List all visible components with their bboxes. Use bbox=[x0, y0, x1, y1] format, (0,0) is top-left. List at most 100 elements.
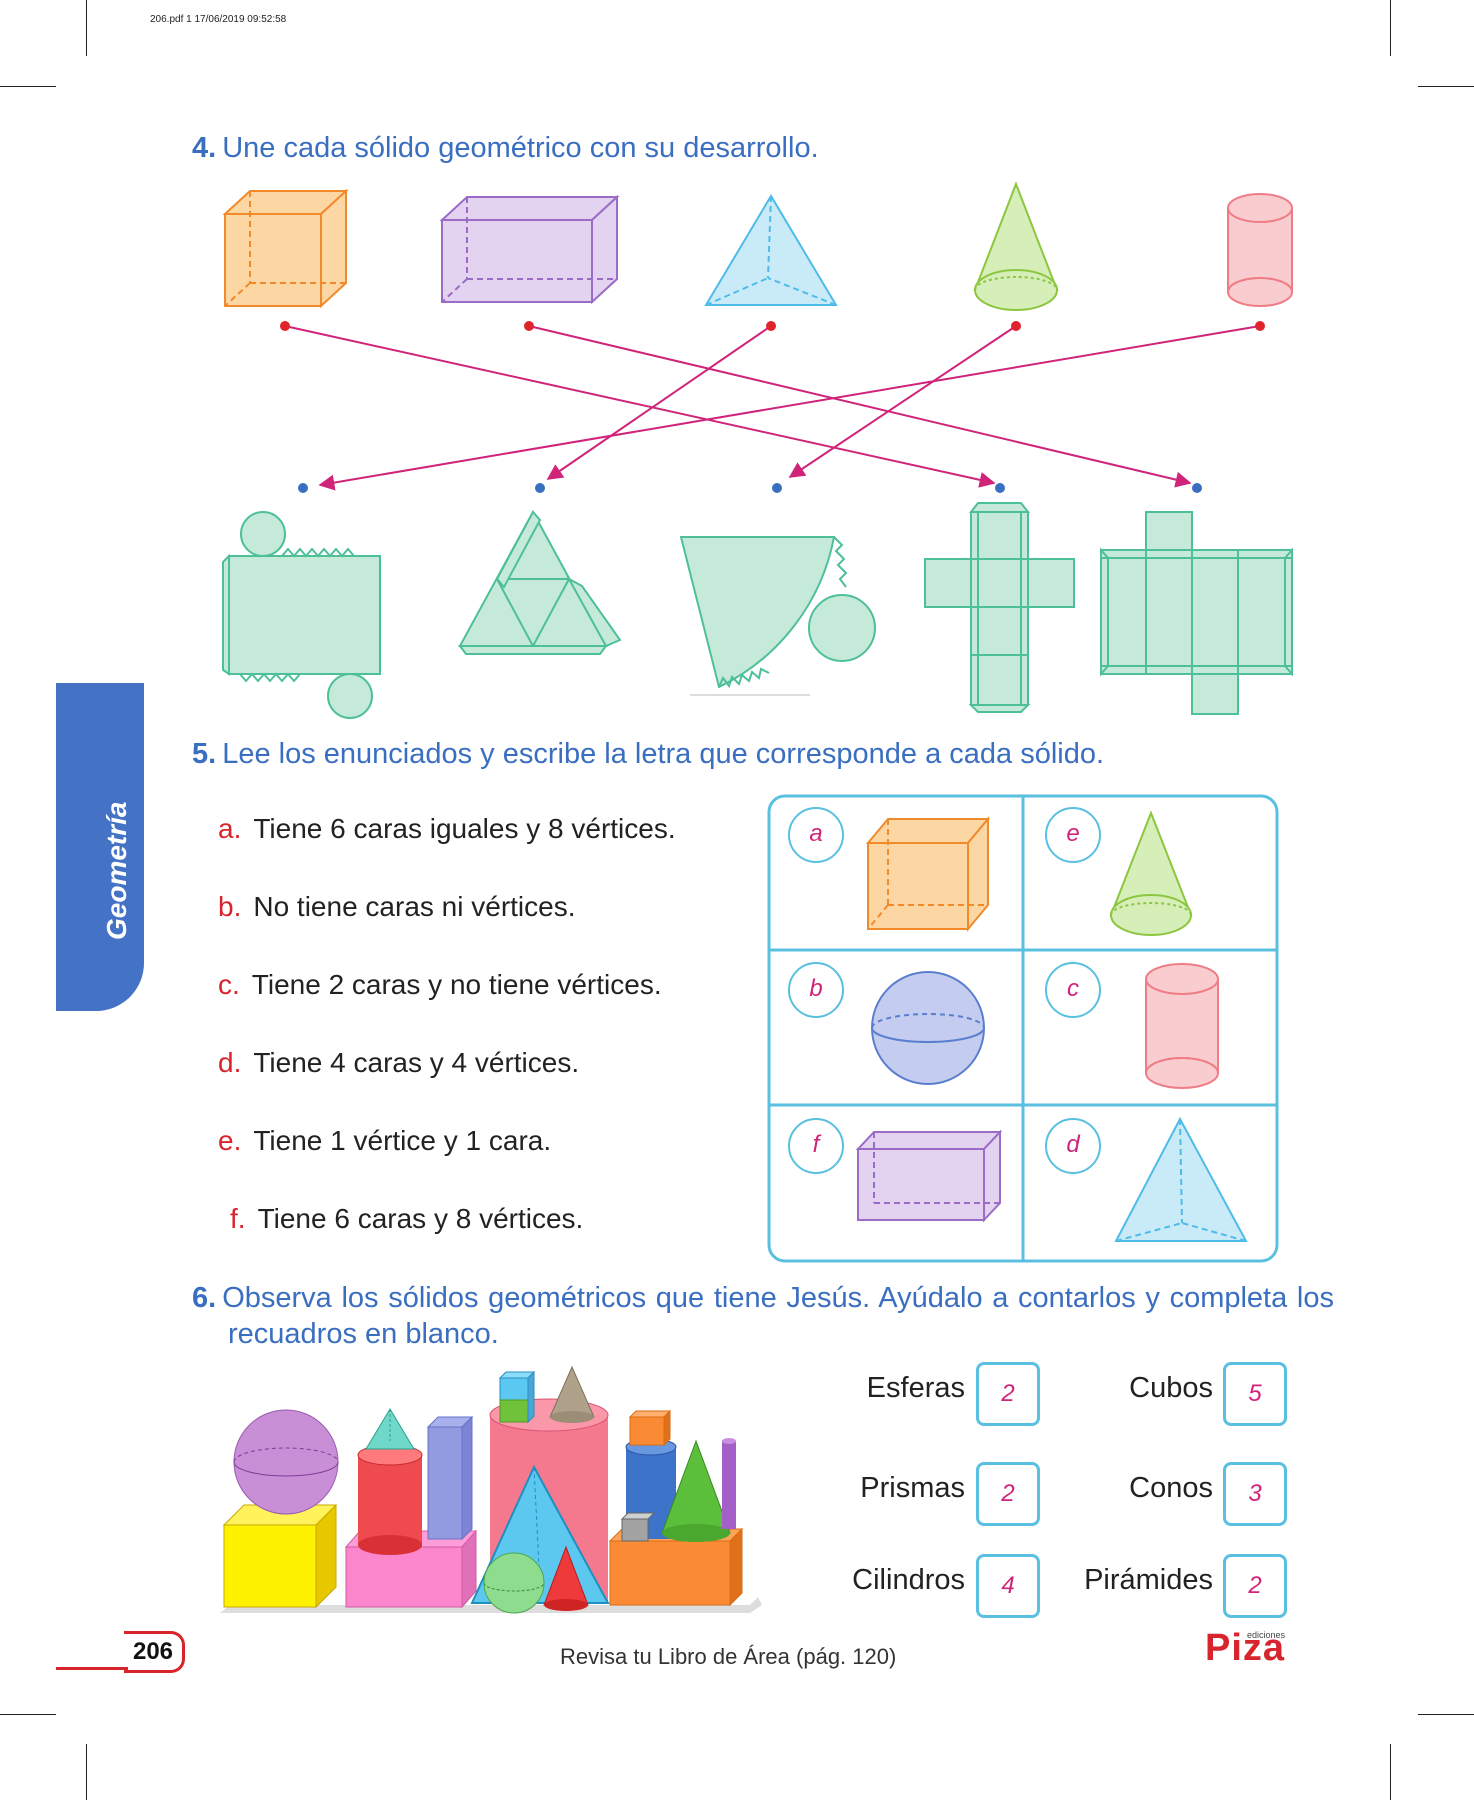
exercise-5-title: 5.Lee los enunciados y escribe la letra … bbox=[192, 736, 1104, 772]
statement-text: Tiene 4 caras y 4 vértices. bbox=[253, 1047, 580, 1078]
match-line-cone bbox=[788, 325, 1017, 478]
statement-text: No tiene caras ni vértices. bbox=[253, 891, 576, 922]
cylinder-icon bbox=[357, 1444, 423, 1555]
count-box-conos[interactable]: 3 bbox=[1223, 1462, 1287, 1526]
crop-mark bbox=[0, 86, 56, 87]
statement-text: Tiene 6 caras iguales y 8 vértices. bbox=[253, 813, 676, 844]
answer-circle[interactable]: e bbox=[1045, 807, 1101, 863]
statement-letter: f. bbox=[230, 1203, 246, 1234]
answer-circle[interactable]: d bbox=[1045, 1118, 1101, 1174]
cone-icon bbox=[661, 1439, 731, 1542]
rectangular-prism-icon bbox=[426, 1415, 474, 1541]
count-box-piramides[interactable]: 2 bbox=[1223, 1554, 1287, 1618]
page-number-rule bbox=[56, 1667, 128, 1670]
answer-circle[interactable]: a bbox=[788, 807, 844, 863]
cone-net-icon bbox=[679, 536, 876, 696]
match-line-cube bbox=[284, 325, 996, 488]
statement-f: f. Tiene 6 caras y 8 vértices. bbox=[230, 1203, 583, 1235]
solids-answer-grid bbox=[767, 794, 1279, 1263]
count-box-prismas[interactable]: 2 bbox=[976, 1462, 1040, 1526]
count-box-cubos[interactable]: 5 bbox=[1223, 1362, 1287, 1426]
cube-icon bbox=[222, 1503, 338, 1609]
pyramid-net-icon bbox=[458, 509, 622, 655]
count-label-conos: Conos bbox=[1129, 1472, 1213, 1504]
triangular-pyramid-icon bbox=[365, 1408, 415, 1450]
section-tab-label: Geometría bbox=[101, 801, 132, 941]
count-label-piramides: Pirámides bbox=[1084, 1564, 1213, 1596]
cone-icon bbox=[549, 1365, 595, 1423]
section-tab bbox=[56, 683, 144, 1011]
count-label-esferas: Esferas bbox=[866, 1372, 965, 1404]
match-line-prism bbox=[528, 325, 1192, 488]
statement-letter: e. bbox=[218, 1125, 242, 1156]
sphere-icon bbox=[233, 1409, 339, 1515]
crop-mark bbox=[1418, 1714, 1474, 1715]
statement-text: Tiene 2 caras y no tiene vértices. bbox=[251, 969, 662, 1000]
count-label-prismas: Prismas bbox=[860, 1472, 965, 1504]
statement-text: Tiene 6 caras y 8 vértices. bbox=[257, 1203, 584, 1234]
count-label-cubos: Cubos bbox=[1129, 1372, 1213, 1404]
count-label-cilindros: Cilindros bbox=[852, 1564, 965, 1596]
crop-mark bbox=[1390, 1744, 1391, 1800]
count-box-cilindros[interactable]: 4 bbox=[976, 1554, 1040, 1618]
sphere-icon bbox=[483, 1552, 545, 1614]
match-line-cylinder bbox=[318, 325, 1261, 491]
exercise-4-title: 4.Une cada sólido geométrico con su desa… bbox=[192, 130, 819, 166]
cylinder-icon bbox=[1227, 193, 1293, 307]
exercise-5-instruction: Lee los enunciados y escribe la letra qu… bbox=[222, 738, 1105, 770]
crop-mark bbox=[1418, 86, 1474, 87]
crop-mark bbox=[86, 0, 87, 56]
cone-icon bbox=[543, 1545, 589, 1611]
cube-icon bbox=[222, 188, 349, 309]
crop-mark bbox=[86, 1744, 87, 1800]
cylinder-net-icon bbox=[222, 511, 381, 719]
net-dots bbox=[298, 483, 1202, 493]
statement-c: c. Tiene 2 caras y no tiene vértices. bbox=[218, 969, 662, 1001]
print-header: 206.pdf 1 17/06/2019 09:52:58 bbox=[150, 14, 287, 25]
rectangular-prism-icon bbox=[608, 1527, 744, 1607]
publisher-logo-small: ediciones bbox=[1247, 1630, 1286, 1640]
statement-e: e. Tiene 1 vértice y 1 cara. bbox=[218, 1125, 551, 1157]
statement-letter: d. bbox=[218, 1047, 242, 1078]
count-box-esferas[interactable]: 2 bbox=[976, 1362, 1040, 1426]
triangular-pyramid-icon bbox=[704, 194, 838, 306]
cube-icon bbox=[865, 816, 991, 932]
crop-mark bbox=[0, 1714, 56, 1715]
prism-net-icon bbox=[1100, 511, 1293, 715]
match-line-pyramid bbox=[546, 325, 772, 480]
cone-icon bbox=[1109, 810, 1193, 936]
solid-dots bbox=[280, 321, 1265, 331]
book-reference: Revisa tu Libro de Área (pág. 120) bbox=[560, 1644, 897, 1669]
exercise-6-number: 6. bbox=[192, 1282, 217, 1314]
solids-collection-illustration bbox=[220, 1365, 762, 1614]
statement-letter: b. bbox=[218, 891, 242, 922]
page-number: 206 bbox=[124, 1631, 185, 1673]
exercise-4-figure bbox=[222, 181, 1293, 719]
cylinder-icon bbox=[1145, 963, 1219, 1089]
answer-circle[interactable]: c bbox=[1045, 962, 1101, 1018]
statement-letter: c. bbox=[218, 969, 240, 1000]
statement-letter: a. bbox=[218, 813, 242, 844]
exercise-4-instruction: Une cada sólido geométrico con su desarr… bbox=[222, 132, 819, 164]
crop-mark bbox=[1390, 0, 1391, 56]
rectangular-prism-icon bbox=[855, 1129, 1003, 1223]
statement-a: a. Tiene 6 caras iguales y 8 vértices. bbox=[218, 813, 676, 845]
sphere-icon bbox=[871, 971, 985, 1085]
publisher-logo: Piza bbox=[1205, 1627, 1286, 1669]
answer-circle[interactable]: b bbox=[788, 962, 844, 1018]
statement-b: b. No tiene caras ni vértices. bbox=[218, 891, 576, 923]
match-lines bbox=[284, 325, 1261, 491]
exercise-6-title: 6.Observa los sólidos geométricos que ti… bbox=[192, 1280, 1334, 1352]
cube-icon bbox=[499, 1370, 535, 1424]
rectangular-prism-icon bbox=[439, 194, 620, 305]
statement-d: d. Tiene 4 caras y 4 vértices. bbox=[218, 1047, 579, 1079]
cylinder-icon bbox=[722, 1438, 736, 1529]
triangular-pyramid-icon bbox=[1114, 1116, 1248, 1242]
answer-circle[interactable]: f bbox=[788, 1118, 844, 1174]
exercise-6-instruction: Observa los sólidos geométricos que tien… bbox=[222, 1282, 1334, 1350]
cube-icon bbox=[628, 1409, 672, 1447]
cube-icon bbox=[620, 1512, 656, 1542]
cone-icon bbox=[973, 181, 1059, 311]
exercise-4-number: 4. bbox=[192, 132, 217, 164]
statement-text: Tiene 1 vértice y 1 cara. bbox=[253, 1125, 552, 1156]
